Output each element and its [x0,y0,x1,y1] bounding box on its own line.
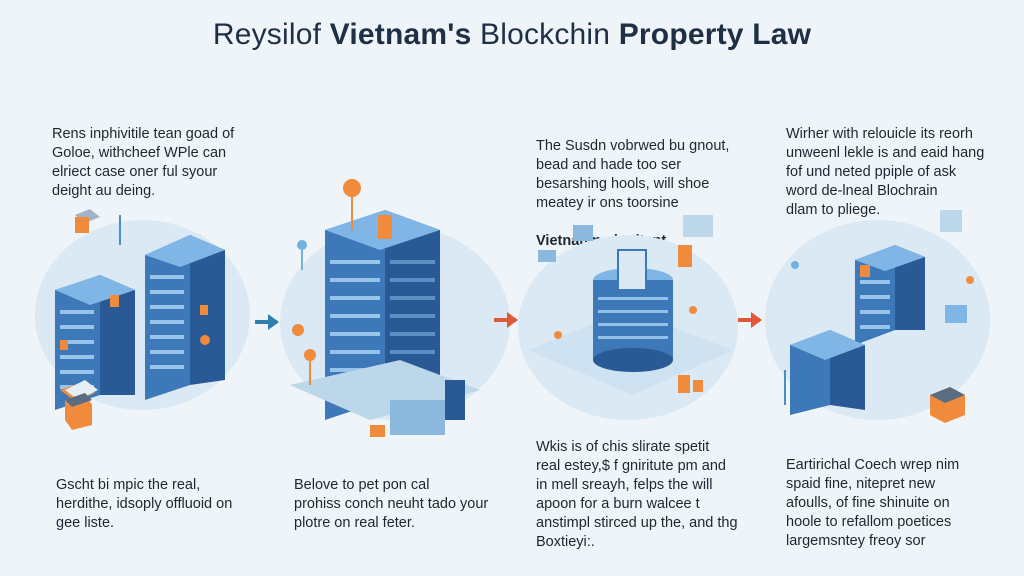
step-3-caption: Wkis is of chis slirate spetit real este… [536,439,738,550]
title-part-4: Property Law [618,18,812,51]
arrow-1-icon [255,314,279,330]
arrow-2-icon [494,312,518,328]
scene-4-illustration [765,205,995,435]
step-3-description-text: The Susdn vobrwed bu gnout, bead and had… [536,138,730,211]
step-2-caption: Belove to pet pon cal prohiss conch neuh… [294,477,489,531]
scene-2-illustration [280,170,515,460]
arrow-3-icon [738,312,762,328]
title-part-1: Reysilof [212,18,330,51]
step-4-description: Wirher with relouicle its reorh unweenl … [786,126,985,218]
scene-3-illustration [518,205,743,435]
step-4-caption: Eartirichal Coech wrep nim spaid fine, n… [786,457,960,549]
scene-1-illustration [30,195,260,445]
page-title: Reysilof Vietnam's Blockchin Property La… [0,18,1024,52]
step-1-description: Rens inphivitile tean goad of Goloe, wit… [52,126,235,199]
title-part-2: Vietnam's [329,18,472,51]
step-1-caption: Gscht bi mpic the real, herdithe, idsopl… [56,477,233,531]
title-part-3: Blockchin [471,18,619,51]
